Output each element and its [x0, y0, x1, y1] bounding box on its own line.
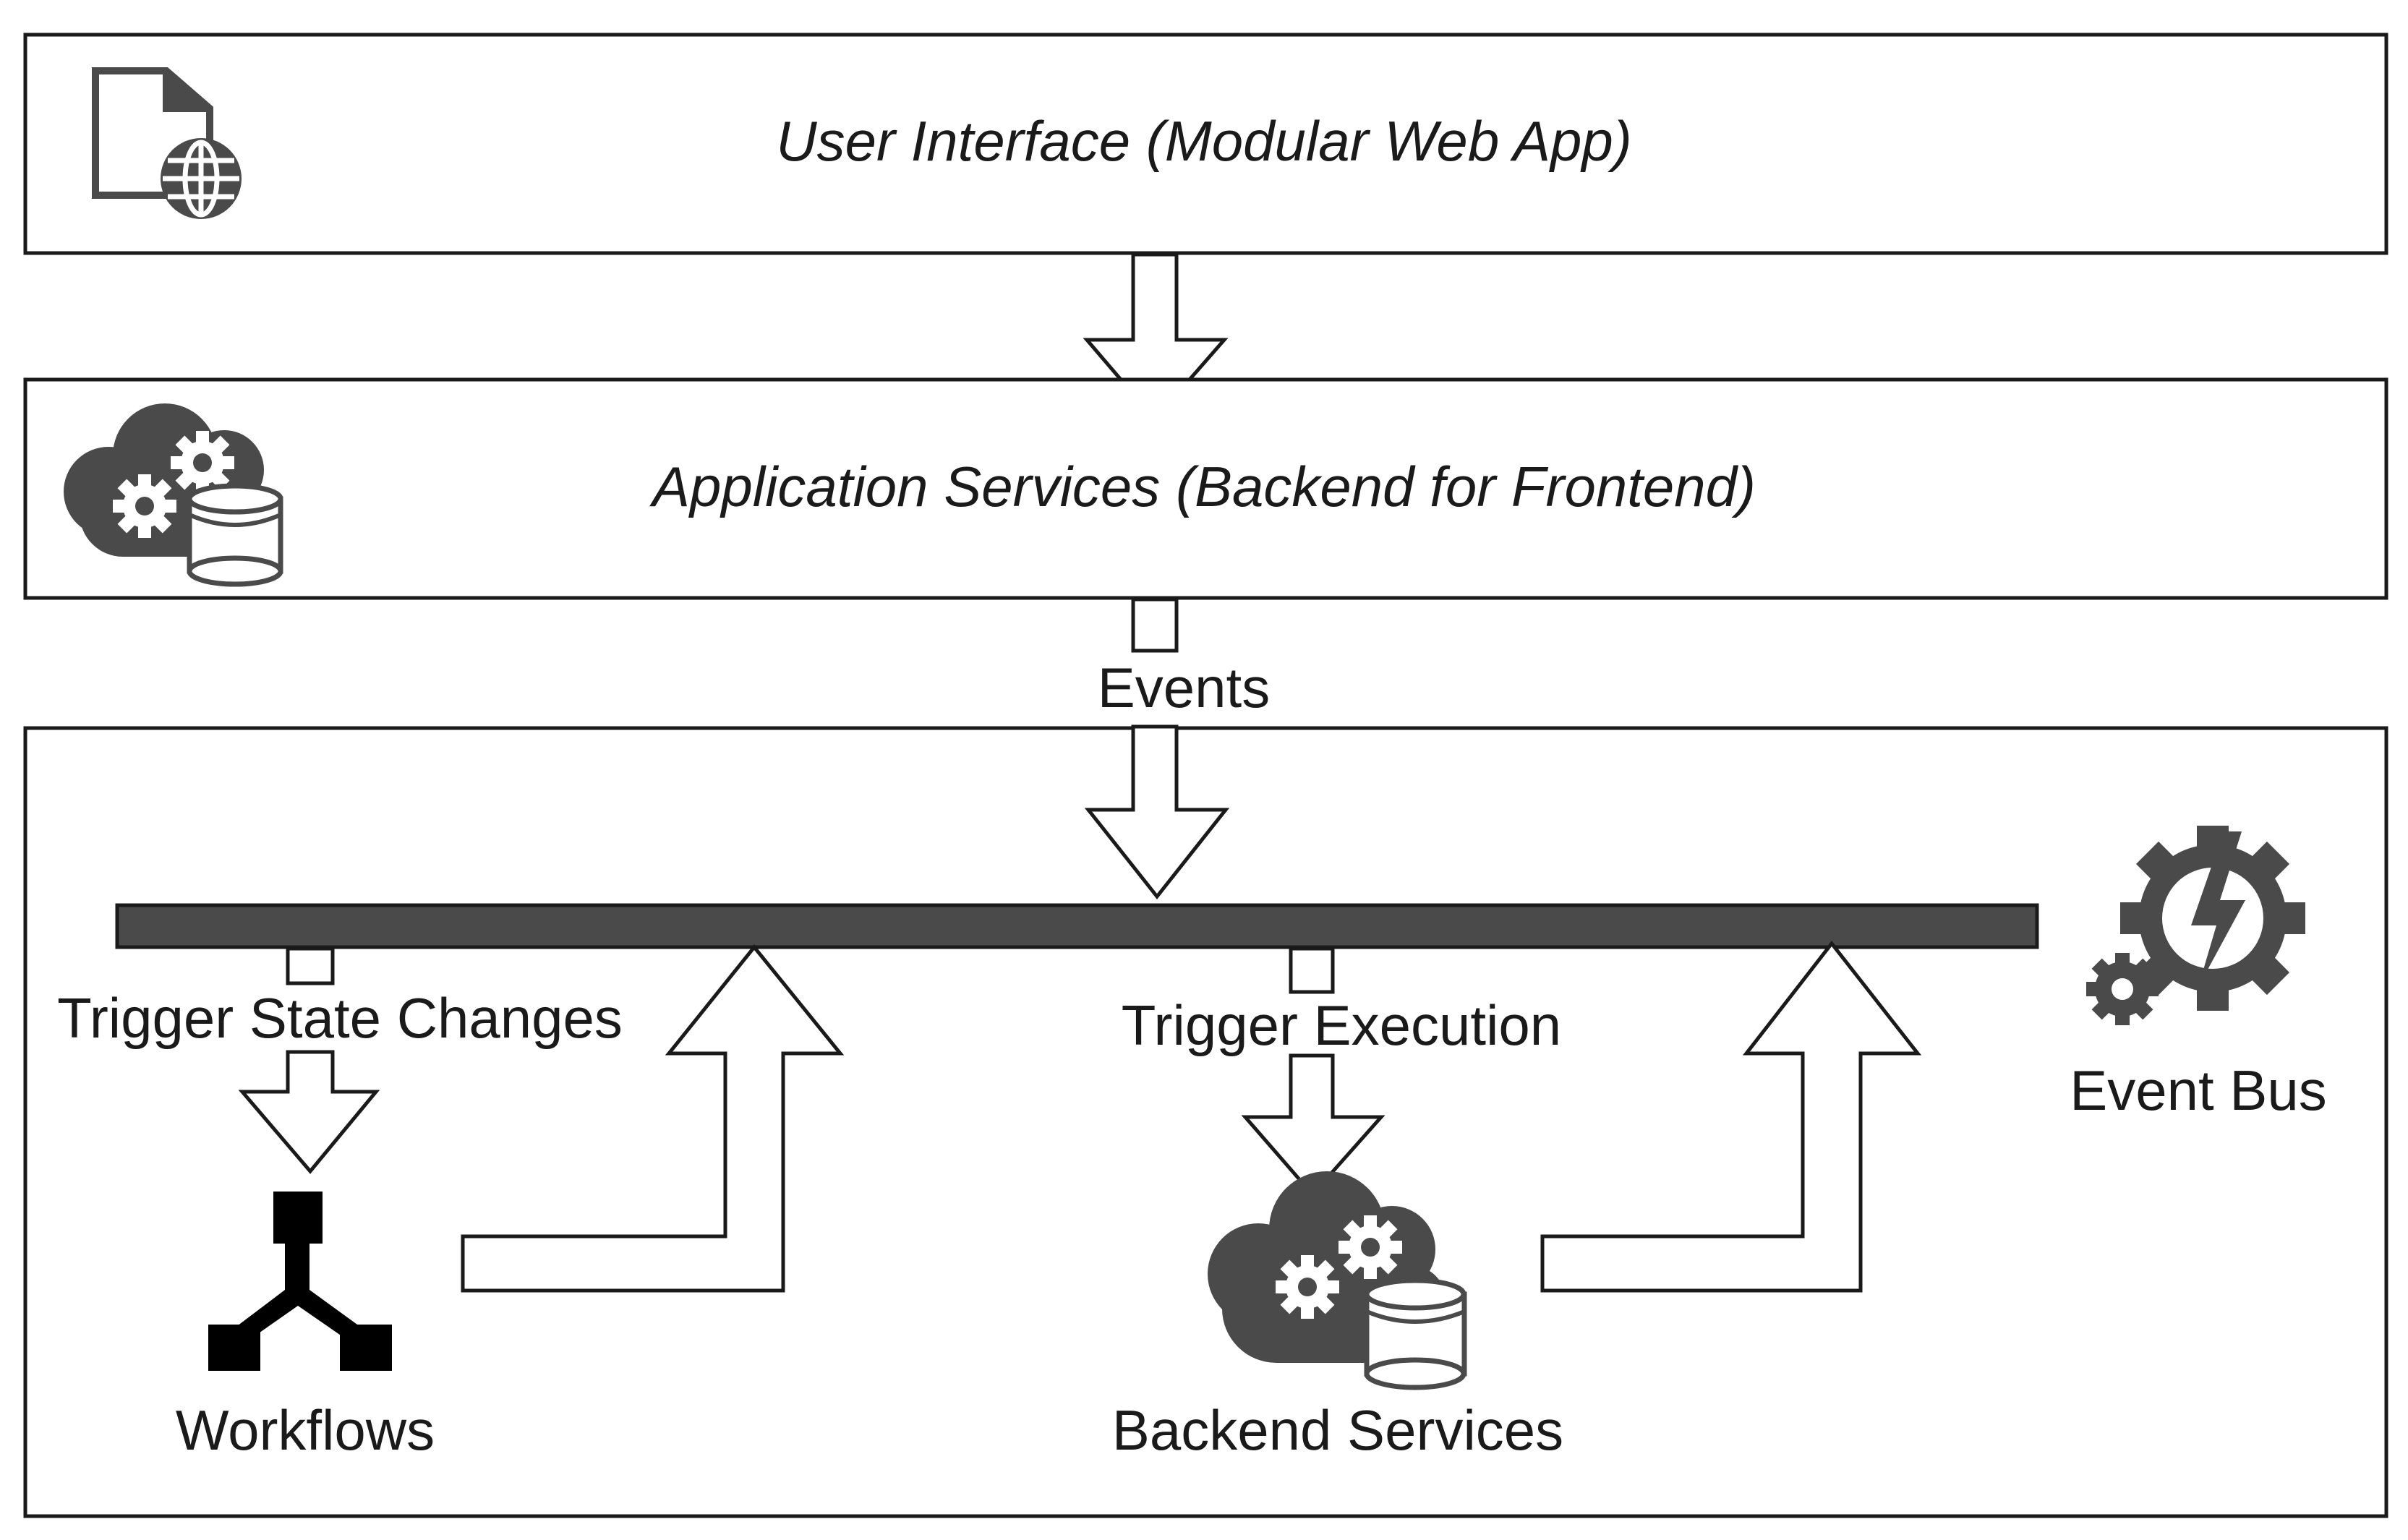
trigger-state-changes-arrow: Trigger State Changes [57, 946, 623, 1174]
trigger-execution-label: Trigger Execution [1122, 993, 1561, 1057]
database-icon [1364, 1278, 1467, 1390]
gears-lightning-icon [2086, 826, 2305, 1025]
trigger-execution-arrow: Trigger Execution [1122, 946, 1561, 1197]
web-page-globe-icon [92, 67, 242, 219]
app-services-layer-label: Application Services (Backend for Fronte… [649, 455, 1756, 518]
events-label: Events [1098, 656, 1270, 719]
database-icon [187, 483, 283, 587]
backend-services-label: Backend Services [1112, 1398, 1563, 1462]
event-bus-bar [115, 903, 2039, 949]
backend-to-bus-arrow [1540, 940, 1922, 1293]
app-services-layer: Application Services (Backend for Fronte… [23, 377, 2388, 600]
cloud-gears-database-icon [1208, 1171, 1467, 1390]
ui-layer: User Interface (Modular Web App) [23, 33, 2388, 255]
event-layer-box [23, 726, 2388, 1518]
workflows-to-bus-arrow [461, 944, 845, 1293]
app-services-layer-box [23, 377, 2388, 600]
events-arrow: Events [1084, 597, 1270, 900]
cloud-gears-database-icon [64, 403, 283, 587]
ui-layer-label: User Interface (Modular Web App) [776, 109, 1631, 173]
event-bus-label: Event Bus [2070, 1058, 2327, 1122]
workflow-tree-icon [208, 1192, 392, 1371]
ui-layer-box [23, 33, 2388, 255]
trigger-state-changes-label: Trigger State Changes [57, 986, 623, 1050]
workflows-label: Workflows [176, 1398, 435, 1462]
